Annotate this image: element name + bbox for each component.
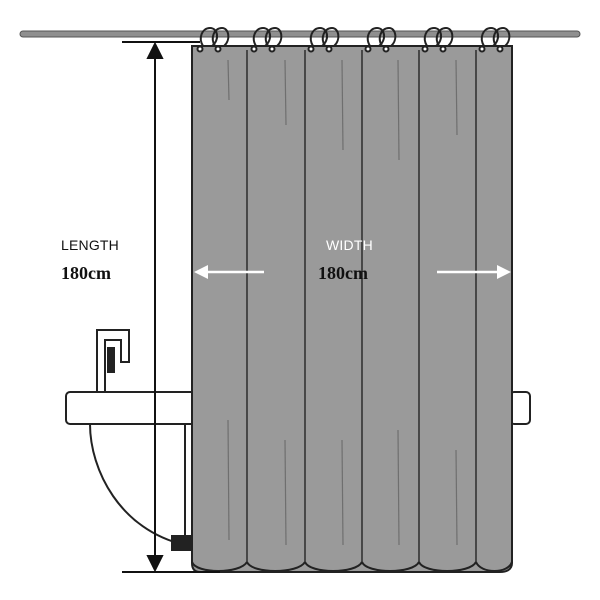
- ring-icon: [421, 26, 454, 53]
- ring-icon: [250, 26, 283, 53]
- width-value: 180cm: [318, 263, 368, 283]
- length-label: LENGTH: [61, 237, 119, 253]
- faucet-icon: [96, 329, 130, 393]
- ring-icon: [364, 26, 397, 53]
- width-label: WIDTH: [326, 237, 373, 253]
- ring-icon: [307, 26, 340, 53]
- width-dimension: [194, 265, 511, 279]
- length-value: 180cm: [61, 263, 111, 283]
- sink-basin: [65, 329, 531, 551]
- ring-icon: [196, 26, 230, 53]
- curtain: [191, 45, 513, 573]
- ring-icon: [478, 26, 511, 53]
- curtain-rings: [196, 26, 511, 53]
- length-dimension: [122, 41, 220, 573]
